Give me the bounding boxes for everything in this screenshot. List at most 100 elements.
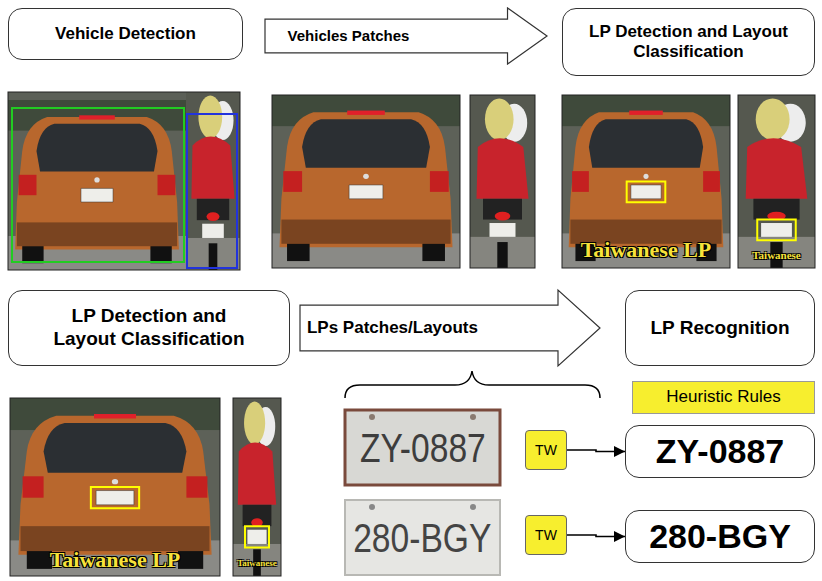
- wheel: [209, 243, 218, 270]
- car-picture: [8, 100, 186, 270]
- bumper: [21, 526, 210, 551]
- tail-light: [430, 171, 449, 192]
- plate: [96, 491, 134, 505]
- node-text: TW: [535, 527, 557, 544]
- rear-window: [36, 124, 157, 172]
- jacket: [238, 443, 276, 505]
- jacket: [477, 138, 529, 199]
- plate: [631, 185, 661, 199]
- plate-screw: [369, 414, 375, 420]
- photo-group: [8, 92, 815, 576]
- logo: [112, 479, 118, 484]
- node-text: LPs Patches/Layouts: [307, 318, 478, 338]
- jacket: [191, 137, 234, 199]
- motorcycle-picture: [738, 95, 815, 268]
- car-body: [280, 112, 453, 247]
- photo-frame: [470, 95, 535, 268]
- wheel: [422, 244, 445, 261]
- label-box: Taiwanese: [231, 556, 283, 570]
- jacket: [746, 138, 808, 199]
- tail-light: [186, 476, 207, 497]
- wheel: [287, 244, 310, 261]
- flow-arrow: LPs Patches/Layouts: [300, 290, 600, 366]
- photo-background: [738, 95, 815, 268]
- plate-box: [627, 182, 666, 203]
- plate-characters: ZY-0887: [360, 428, 486, 468]
- brake-light: [94, 414, 136, 418]
- road: [562, 233, 730, 268]
- photo-background: [470, 95, 535, 268]
- motorcycle-picture: [186, 92, 240, 270]
- label-box: Taiwanese LP: [562, 236, 730, 264]
- plate-screw: [470, 414, 476, 420]
- plate: [247, 530, 266, 544]
- tail-light: [495, 212, 511, 221]
- node-text: LP Detection and Layout Classification: [589, 22, 789, 63]
- motorcycle-picture: [233, 398, 281, 576]
- tail-light: [572, 171, 589, 192]
- plate-screw: [470, 504, 476, 510]
- wheel: [497, 242, 507, 268]
- logo: [94, 177, 99, 182]
- car-body: [18, 416, 211, 555]
- car-picture: [562, 95, 730, 268]
- process-box: LP Recognition: [625, 290, 815, 366]
- logo: [363, 174, 369, 179]
- plate-characters: 280-BGY: [353, 518, 491, 558]
- node-text: Vehicle Detection: [55, 24, 196, 44]
- brake-light: [629, 111, 663, 115]
- road: [233, 544, 281, 576]
- photo-frame: [8, 92, 240, 270]
- node-text: Vehicles Patches: [288, 27, 410, 45]
- plate-box: [91, 487, 139, 508]
- plate: [202, 224, 224, 238]
- wheel: [150, 246, 171, 263]
- car-body: [569, 112, 724, 247]
- wheel: [22, 246, 43, 263]
- tail-light: [283, 171, 302, 192]
- photo-background: [186, 92, 240, 270]
- arrow-shape: [265, 8, 547, 64]
- plate: [490, 223, 516, 237]
- car-picture: [10, 398, 220, 576]
- rear-window: [589, 119, 703, 167]
- flow-arrow: Vehicles Patches: [265, 8, 547, 64]
- tail-light: [158, 175, 176, 195]
- photo-frame: [738, 95, 815, 268]
- node-text: Heuristic Rules: [666, 387, 780, 407]
- node-text: 280-BGY: [649, 516, 791, 557]
- motorcycle-picture: [470, 95, 535, 268]
- flow-connector: [567, 450, 625, 452]
- brake-light: [347, 111, 385, 115]
- plate-patch: [345, 410, 500, 485]
- label-box: ZY-0887: [345, 418, 500, 478]
- label-box: 280-BGY: [345, 508, 500, 568]
- road: [470, 237, 535, 268]
- wheel: [27, 551, 52, 569]
- logo: [643, 174, 648, 179]
- result-box: 280-BGY: [625, 510, 815, 563]
- plate: [349, 185, 383, 199]
- node-text: LP Recognition: [651, 317, 790, 340]
- car-body: [15, 117, 179, 250]
- wheel: [178, 551, 203, 569]
- plate-box: [245, 526, 269, 547]
- seat: [243, 505, 272, 526]
- layout-tag: TW: [525, 430, 567, 470]
- brace: [345, 371, 600, 398]
- rule-tag: Heuristic Rules: [632, 381, 815, 414]
- plate: [81, 188, 113, 202]
- photo-background: [272, 95, 460, 268]
- photo-frame: [562, 95, 730, 268]
- photo-background: [233, 398, 281, 576]
- plate-screw: [369, 504, 375, 510]
- photo-background: [562, 95, 730, 268]
- photo-ground: [8, 92, 240, 270]
- layout-label: Taiwanese LP: [50, 549, 181, 571]
- road: [186, 238, 240, 270]
- tail-light: [23, 476, 44, 497]
- helmet: [756, 98, 790, 140]
- arrow-shape: [300, 290, 600, 366]
- brake-light: [79, 115, 115, 119]
